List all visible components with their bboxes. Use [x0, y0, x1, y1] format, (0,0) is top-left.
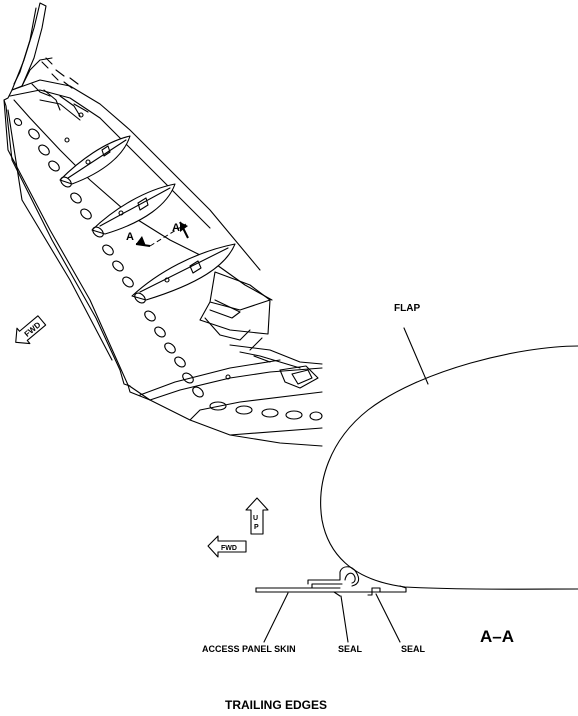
- section-a-a: FLAP ACCESS PANEL SKIN SEAL SEAL A–A: [202, 303, 578, 654]
- flap-sections: [199, 271, 323, 389]
- section-id-label: A–A: [480, 627, 514, 646]
- seal-label-1: SEAL: [338, 644, 363, 654]
- access-panels: [13, 118, 323, 421]
- section-cut-a-left: A: [126, 231, 151, 247]
- cut-marker-label-2: A: [172, 222, 180, 234]
- fwd-label-section: FWD: [221, 545, 237, 552]
- actuator-marks: [31, 57, 89, 121]
- up-label-p: P: [254, 524, 259, 531]
- figure-caption: TRAILING EDGES: [225, 698, 327, 712]
- access-panel-skin-label: ACCESS PANEL SKIN: [202, 644, 296, 654]
- flap-profile: [320, 345, 578, 590]
- wing-outline: [3, 99, 323, 447]
- wing-trailing-edge-view: A A: [3, 2, 323, 447]
- flap-fairing-2: [91, 183, 176, 235]
- seal-assembly: [307, 566, 407, 597]
- up-label: U: [253, 515, 258, 522]
- up-arrow-section: U P: [245, 497, 269, 535]
- flap-fairing-3: [131, 243, 236, 301]
- cut-marker-label-1: A: [126, 231, 134, 243]
- access-panel-skin: [255, 587, 341, 593]
- flap-fairing-1: [59, 135, 131, 185]
- fwd-arrow-section: FWD: [207, 535, 247, 558]
- seal-label-2: SEAL: [401, 644, 426, 654]
- fwd-arrow-wing: FWD: [15, 315, 47, 345]
- flap-label: FLAP: [394, 303, 420, 314]
- section-cut-a-right: A: [172, 221, 189, 239]
